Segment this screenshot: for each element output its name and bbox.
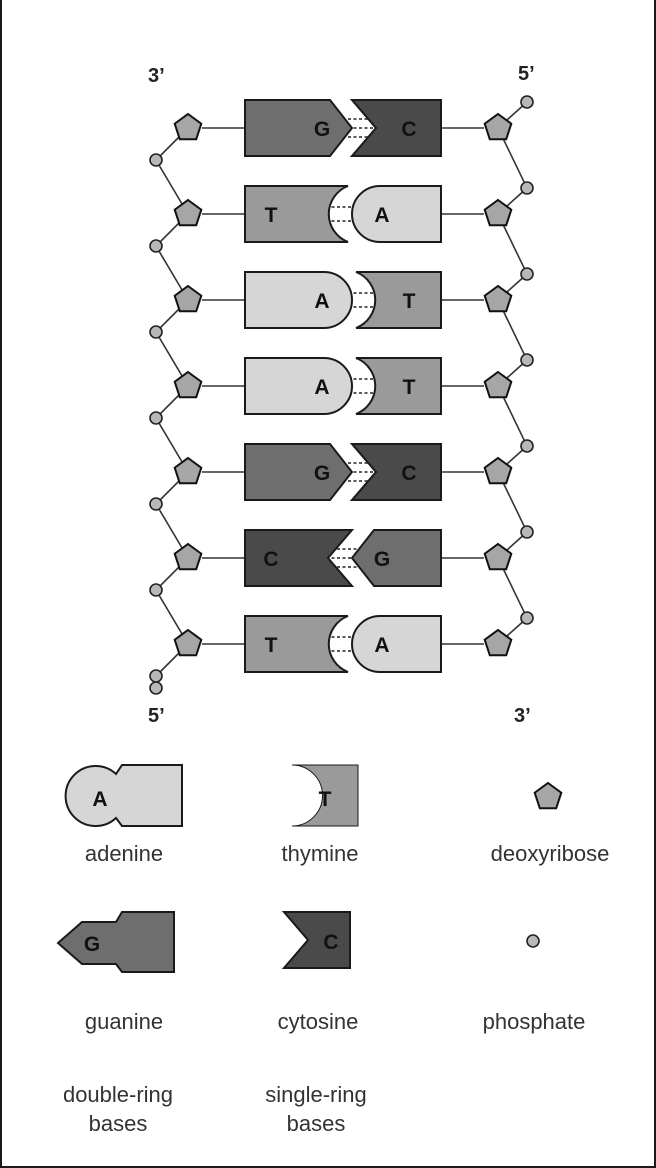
thymine-base-right	[356, 358, 441, 414]
cytosine-base-left	[245, 530, 352, 586]
legend-thymine: T thymine	[281, 765, 358, 866]
deoxyribose-sugar-left	[175, 372, 202, 397]
base-letter-left: A	[314, 376, 329, 399]
deoxyribose-sugar-right	[485, 630, 512, 655]
legend-cytosine-label: cytosine	[278, 1009, 359, 1034]
strand-end-bottom-left: 5’	[148, 705, 165, 727]
deoxyribose-sugar-right	[485, 372, 512, 397]
single-ring-caption-line2: bases	[287, 1111, 346, 1136]
guanine-base-left	[245, 444, 352, 500]
base-letter-left: A	[314, 290, 329, 313]
phosphate-right	[521, 268, 533, 280]
deoxyribose-sugar-left	[175, 114, 202, 139]
deoxyribose-sugar-left	[175, 544, 202, 569]
strand-end-top-left: 3’	[148, 65, 165, 87]
legend-deoxyribose: deoxyribose	[491, 783, 610, 866]
phosphate-left	[150, 240, 162, 252]
adenine-base-right	[352, 186, 441, 242]
phosphate-right	[521, 182, 533, 194]
deoxyribose-sugar-left	[175, 458, 202, 483]
legend-deoxyribose-label: deoxyribose	[491, 841, 610, 866]
legend-guanine: G guanine	[58, 912, 174, 1034]
adenine-base-left	[245, 272, 352, 328]
legend-thymine-label: thymine	[281, 841, 358, 866]
base-letter-right: A	[374, 204, 389, 227]
phosphate-left	[150, 584, 162, 596]
legend-deoxyribose-shape	[535, 783, 562, 808]
deoxyribose-sugar-right	[485, 544, 512, 569]
adenine-base-right	[352, 616, 441, 672]
guanine-base-left	[245, 100, 352, 156]
legend-adenine: A adenine	[66, 765, 182, 866]
base-letter-left: G	[314, 462, 330, 485]
thymine-base-right	[356, 272, 441, 328]
phosphate-left	[150, 498, 162, 510]
phosphate-right	[521, 354, 533, 366]
legend-adenine-label: adenine	[85, 841, 163, 866]
legend-cytosine-letter: C	[323, 931, 338, 954]
legend-cytosine-shape	[284, 912, 350, 968]
phosphate-right	[521, 526, 533, 538]
deoxyribose-sugar-right	[485, 114, 512, 139]
deoxyribose-sugar-left	[175, 200, 202, 225]
legend-phosphate: phosphate	[483, 935, 586, 1034]
adenine-base-left	[245, 358, 352, 414]
phosphate-right	[521, 440, 533, 452]
base-letter-left: T	[265, 204, 278, 227]
legend-adenine-letter: A	[92, 788, 107, 811]
legend-guanine-shape	[58, 912, 174, 972]
phosphate-left	[150, 326, 162, 338]
legend-phosphate-shape	[527, 935, 539, 947]
thymine-base-left	[245, 616, 348, 672]
strand-end-top-right: 5’	[518, 63, 535, 85]
legend-guanine-letter: G	[84, 933, 100, 956]
double-ring-caption-line1: double-ring	[63, 1082, 173, 1107]
legend: A adenine T thymine deoxyribose G guanin…	[58, 765, 609, 1136]
guanine-base-right	[352, 530, 441, 586]
phosphate-left	[150, 154, 162, 166]
phosphate-right	[521, 96, 533, 108]
deoxyribose-sugar-left	[175, 630, 202, 655]
phosphate-right	[521, 612, 533, 624]
base-letter-right: T	[403, 376, 416, 399]
deoxyribose-sugar-right	[485, 286, 512, 311]
phosphate-left	[150, 682, 162, 694]
deoxyribose-sugar-right	[485, 458, 512, 483]
legend-phosphate-label: phosphate	[483, 1009, 586, 1034]
base-letter-left: C	[263, 548, 278, 571]
single-ring-caption-line1: single-ring	[265, 1082, 367, 1107]
legend-adenine-shape	[66, 765, 182, 826]
base-letter-right: A	[374, 634, 389, 657]
base-letter-left: G	[314, 118, 330, 141]
strand-end-bottom-right: 3’	[514, 705, 531, 727]
phosphate-left	[150, 670, 162, 682]
base-letter-left: T	[265, 634, 278, 657]
deoxyribose-sugar-left	[175, 286, 202, 311]
double-ring-caption-line2: bases	[89, 1111, 148, 1136]
base-letter-right: C	[401, 118, 416, 141]
base-letter-right: C	[401, 462, 416, 485]
legend-cytosine: C cytosine	[278, 912, 359, 1034]
deoxyribose-sugar-right	[485, 200, 512, 225]
base-letter-right: T	[403, 290, 416, 313]
base-letter-right: G	[374, 548, 390, 571]
legend-guanine-label: guanine	[85, 1009, 163, 1034]
phosphate-left	[150, 412, 162, 424]
legend-thymine-letter: T	[319, 788, 332, 811]
thymine-base-left	[245, 186, 348, 242]
